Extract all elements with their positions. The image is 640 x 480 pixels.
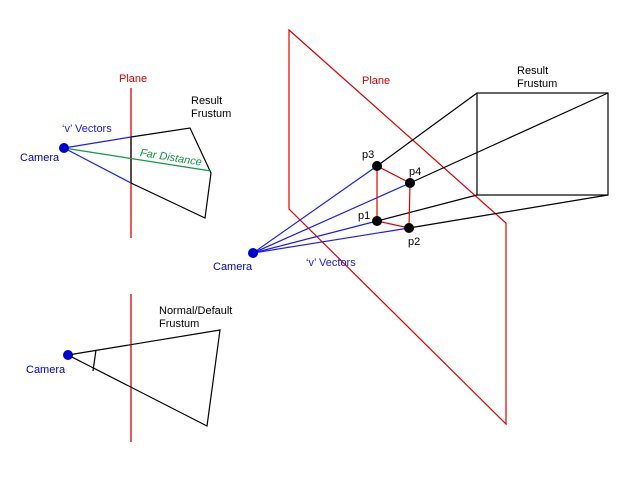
r-camera-dot (248, 248, 258, 258)
r-v-vector-p1 (252, 220, 378, 254)
r-v-vectors-label: ‘v’ Vectors (306, 257, 356, 269)
r-clip-plane (288, 28, 507, 426)
bl-normal-frustum-label: Normal/Default Frustum (159, 305, 233, 330)
r-result-frustum-label: Result Frustum (517, 65, 558, 90)
bottom-left-diagram (63, 294, 221, 442)
r-p4-label: p4 (409, 166, 422, 178)
r-point-p4 (405, 178, 415, 188)
top-left-diagram (59, 88, 212, 238)
r-point-p2 (404, 223, 414, 233)
tl-result-frustum-label: Result Frustum (191, 95, 232, 120)
r-point-p3 (372, 161, 382, 171)
r-v-vector-p4 (252, 182, 411, 254)
r-frustum-edge-p3 (376, 92, 478, 167)
bl-near-clip-line (92, 349, 97, 372)
tl-result-frustum (130, 127, 212, 219)
tl-v-vector-top (63, 136, 132, 149)
r-frustum-edge-p1 (376, 194, 478, 222)
r-v-vector-p3 (252, 165, 378, 254)
r-camera-label: Camera (213, 261, 253, 273)
r-frustum-edge-p4 (409, 92, 609, 184)
bl-normal-frustum (66, 329, 221, 427)
r-p1-label: p1 (358, 210, 371, 222)
r-frustum-edge-p2 (408, 194, 609, 229)
tl-plane-label: Plane (119, 73, 148, 85)
r-p3-label: p3 (362, 149, 375, 161)
tl-v-vectors-label: ‘v’ Vectors (62, 123, 112, 135)
r-v-vector-p2 (252, 227, 410, 254)
bl-camera-label: Camera (26, 364, 66, 376)
tl-v-vector-bottom (63, 147, 132, 184)
r-point-p1 (372, 216, 382, 226)
tl-far-distance-line (63, 147, 212, 172)
right-diagram (248, 28, 609, 426)
bl-camera-dot (63, 350, 73, 360)
r-result-frustum-far-face (476, 92, 609, 196)
r-near-quad (376, 165, 411, 229)
r-plane-label: Plane (362, 75, 391, 87)
r-p2-label: p2 (408, 236, 421, 248)
tl-camera-dot (59, 143, 69, 153)
tl-camera-label: Camera (20, 152, 60, 164)
